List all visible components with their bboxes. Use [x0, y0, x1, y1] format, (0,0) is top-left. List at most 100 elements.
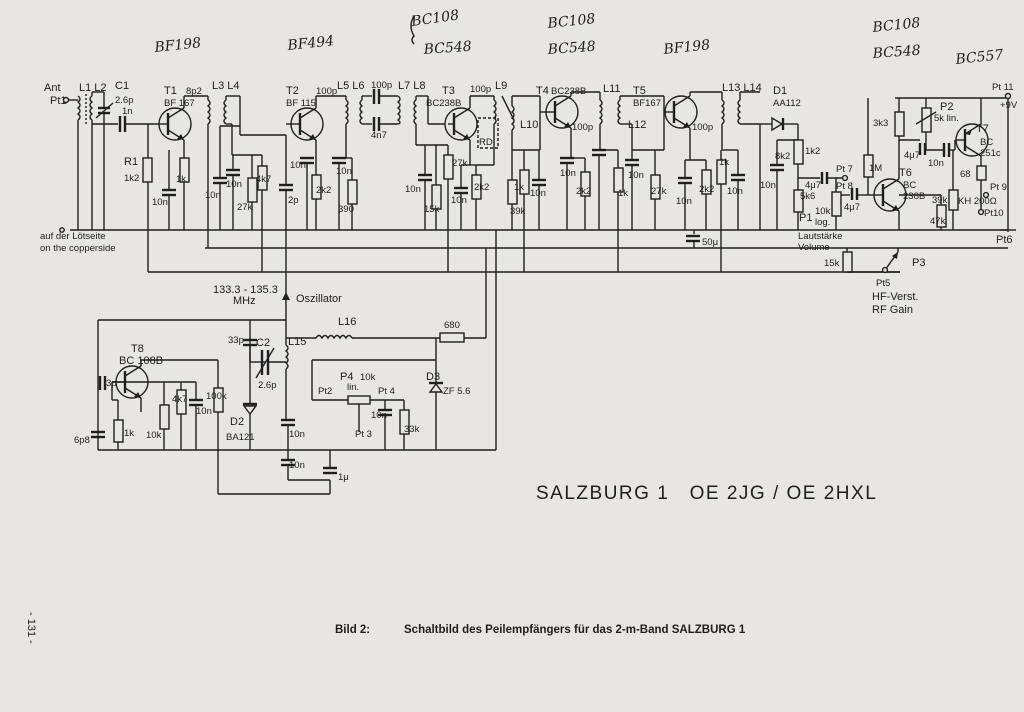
- l15-coil: [284, 344, 289, 370]
- label-c1n: 1n: [122, 106, 133, 117]
- label-t4-10n: 10n: [530, 188, 546, 199]
- label-l16: L16: [338, 316, 356, 328]
- label-1k-c: 1k: [618, 188, 628, 199]
- label-680: 680: [444, 320, 460, 331]
- label-3k3: 3k3: [873, 118, 888, 129]
- label-copperside-de: auf der Lötseite: [40, 231, 106, 242]
- handwritten-annotations: BF198 BF494 BC108 BC548 BC108 BC548 BF19…: [153, 7, 1004, 68]
- hw-t1: BF198: [153, 35, 202, 56]
- label-l7l8: L7 L8: [398, 80, 426, 92]
- label-p2-val: 5k lin.: [934, 113, 959, 124]
- label-l3l4: L3 L4: [212, 80, 240, 92]
- label-p4-val: 10k: [360, 372, 376, 383]
- label-p1-log: log.: [815, 217, 830, 228]
- label-l5l6: L5 L6: [337, 80, 365, 92]
- label-rd: RD: [479, 137, 493, 148]
- label-l5-10n: 10n: [336, 166, 352, 177]
- label-10n-t8: 10n: [196, 406, 212, 417]
- label-t6: T6: [899, 167, 912, 179]
- l16-coil: [315, 334, 353, 340]
- label-t1-1k: 1k: [176, 174, 186, 185]
- l13-coil: [720, 99, 725, 125]
- label-t5-type: BF167: [633, 98, 661, 109]
- r-15k: [842, 251, 853, 273]
- r-68: [976, 165, 987, 181]
- rf-gain: 15k P3 Pt5 HF-Verst. RF Gain: [824, 248, 925, 316]
- label-ant: Ant: [44, 82, 61, 94]
- label-6p8: 6p8: [74, 435, 90, 446]
- label-l3-10n: 10n: [205, 190, 221, 201]
- d1-diode: [771, 116, 784, 132]
- l10-coil: [510, 105, 515, 131]
- l2-coil: [89, 95, 94, 121]
- label-100p-e: 100p: [692, 122, 713, 133]
- label-4u7-c: 4μ7: [844, 202, 860, 213]
- label-pt4: Pt 4: [378, 386, 395, 397]
- label-50u: 50μ: [702, 237, 718, 248]
- label-15k: 15k: [824, 258, 840, 269]
- label-1k-d: 1k: [719, 157, 729, 168]
- label-p1-val: 10k: [815, 206, 831, 217]
- label-t3-10n: 10n: [405, 184, 421, 195]
- label-d1: D1: [773, 85, 787, 97]
- label-t3-type: BC238B: [426, 98, 461, 109]
- l14-coil: [737, 99, 742, 125]
- hw-t6a: BC108: [871, 15, 921, 36]
- label-1k-t8: 1k: [124, 428, 134, 439]
- label-t3: T3: [442, 85, 455, 97]
- r-1k-t8: [113, 419, 124, 443]
- label-t7: T7: [976, 123, 989, 135]
- r-3k3: [894, 111, 905, 137]
- label-p4-lin: lin.: [347, 382, 359, 393]
- hw-t7: BC557: [954, 47, 1004, 68]
- label-47k: 47k: [930, 216, 946, 227]
- c1-trimmer-arrow: [95, 102, 114, 119]
- label-pt3: Pt 3: [355, 429, 372, 440]
- hw-t3b: BC548: [422, 39, 472, 58]
- label-d1-type: AA112: [773, 98, 801, 109]
- label-c10n-t7: 10n: [928, 158, 944, 169]
- label-27k-c: 27k: [651, 186, 667, 197]
- t1-stage: T1 BF 167 1k 10n 8p2 L3 L4 10n: [152, 80, 271, 272]
- r1: [142, 157, 153, 183]
- label-1m: 1M: [869, 163, 882, 174]
- label-pt1: Pt1: [50, 95, 67, 107]
- label-oszillator: Oszillator: [296, 293, 342, 305]
- label-t4: T4: [536, 85, 549, 97]
- label-39k: 39k: [932, 195, 948, 206]
- label-t1-10n: 10n: [152, 197, 168, 208]
- l12-coil: [617, 99, 622, 125]
- oscillator-arrow-icon: [282, 292, 290, 300]
- label-l12: L12: [628, 119, 646, 131]
- label-t2: T2: [286, 85, 299, 97]
- pt1-terminal: [62, 96, 70, 104]
- r-39k: [948, 189, 959, 211]
- label-t5-10n-b: 10n: [676, 196, 692, 207]
- af-stage: D1 AA112 10n 8k2 1k2 4μ7 Pt 7 5k6 P1 10k…: [759, 82, 1018, 253]
- label-l11: L11: [603, 83, 621, 95]
- label-p2: P2: [940, 101, 953, 113]
- label-t5: T5: [633, 85, 646, 97]
- label-10n-bot: 10n: [289, 460, 305, 471]
- rails: [59, 92, 1016, 273]
- label-t1-type: BF 167: [164, 98, 195, 109]
- label-100p-d: 100p: [572, 122, 593, 133]
- caption-text: Schaltbild des Peilempfängers für das 2-…: [404, 624, 746, 636]
- label-1u: 1μ: [338, 472, 349, 483]
- label-t7-type: BC: [980, 137, 993, 148]
- label-l4-10n: 10n: [226, 179, 242, 190]
- label-27k-b: 27k: [452, 158, 468, 169]
- label-33p: 33p: [228, 335, 244, 346]
- label-2k2-a: 2k2: [316, 185, 331, 196]
- label-pt7: Pt 7: [836, 164, 853, 175]
- label-freq: 133.3 - 135.3: [213, 284, 278, 296]
- label-lautstaerke: Lautstärke: [798, 231, 842, 242]
- l11-coil: [598, 99, 603, 125]
- label-pt8: Pt 8: [836, 181, 853, 192]
- l8-coil: [413, 99, 418, 125]
- hw-t4a: BC108: [546, 11, 596, 32]
- label-10n-l15: 10n: [289, 429, 305, 440]
- label-4u7-a: 4μ7: [904, 150, 920, 161]
- label-d3: D3: [426, 371, 440, 383]
- label-5k6: 5k6: [800, 191, 815, 202]
